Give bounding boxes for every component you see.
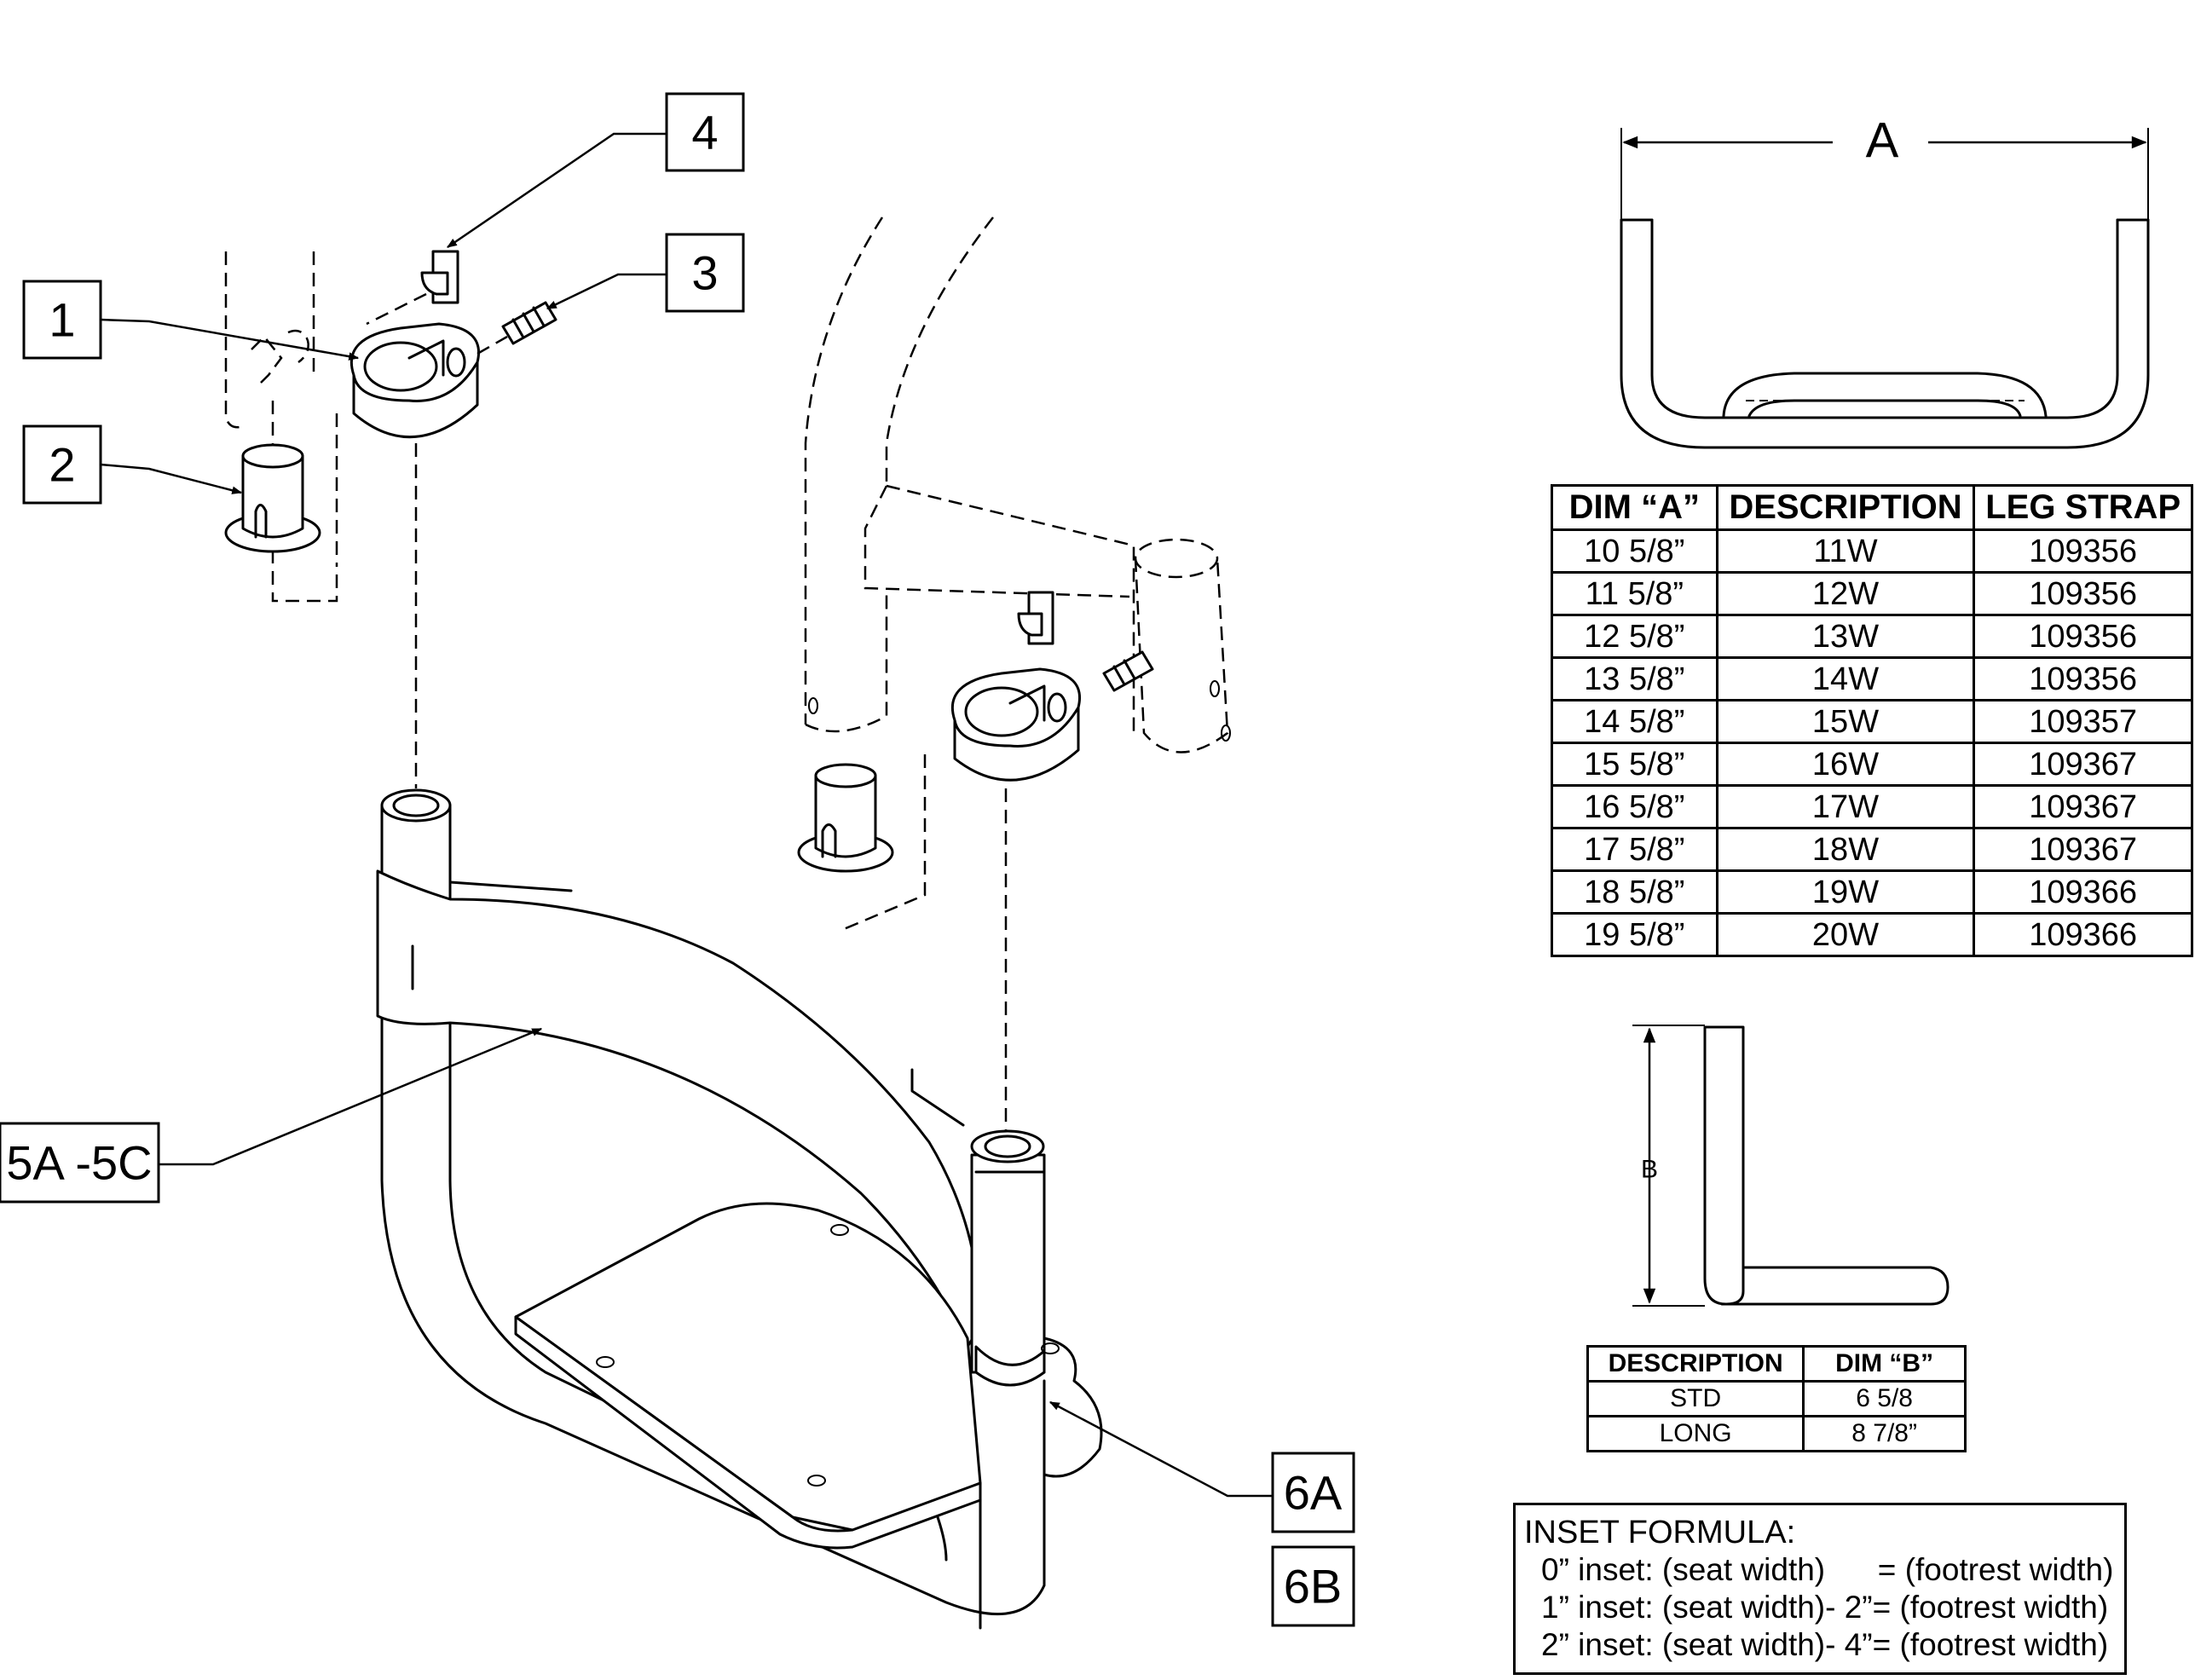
footrest-width-detail: A (1620, 113, 2150, 449)
inset-formula-line: 0” inset: (seat width) = (footrest width… (1541, 1552, 2114, 1587)
callout-4: 4 (447, 92, 745, 249)
description-cell: 14W (1715, 656, 1976, 701)
dim-a-cell: 11 5/8” (1551, 571, 1718, 616)
callout-5a-5c: 5A -5C (0, 1027, 543, 1204)
right-hinge-bushing (797, 763, 894, 873)
callout-6b-label: 6B (1284, 1560, 1343, 1614)
right-clamp (950, 667, 1081, 782)
inset-formula-line: 1” inset: (seat width)- 2”= (footrest wi… (1541, 1590, 2109, 1625)
dimension-a-label: A (1866, 113, 1899, 169)
callout-4-label: 4 (691, 106, 718, 159)
column-header-description: DESCRIPTION (1586, 1345, 1805, 1383)
dim-a-cell: 15 5/8” (1551, 742, 1718, 787)
inset-formula-line: 2” inset: (seat width)- 4”= (footrest wi… (1541, 1627, 2109, 1662)
dim-a-cell: 14 5/8” (1551, 699, 1718, 744)
clip-part-4 (366, 250, 459, 326)
dim-a-cell: 17 5/8” (1551, 827, 1718, 872)
description-cell: 19W (1715, 869, 1976, 915)
column-header-dim-a: DIM “A” (1551, 484, 1718, 531)
leg-strap-cell: 109367 (1973, 784, 2193, 829)
dim-b-cell: 6 5/8 (1802, 1380, 1967, 1417)
description-cell: 18W (1715, 827, 1976, 872)
description-cell: 20W (1715, 912, 1976, 957)
dim-b-cell: 8 7/8” (1802, 1415, 1967, 1452)
leg-strap-cell: 109356 (1973, 571, 2193, 616)
callout-6a: 6A (1048, 1400, 1355, 1533)
description-cell: 11W (1715, 528, 1976, 574)
column-header-description: DESCRIPTION (1715, 484, 1976, 531)
callout-2-label: 2 (49, 438, 75, 492)
right-set-screw (1102, 650, 1154, 692)
table-header-row: DESCRIPTION DIM “B” (1586, 1345, 1967, 1383)
callout-1: 1 (22, 280, 360, 361)
leg-strap-cell: 109356 (1973, 656, 2193, 701)
hanger-length-detail: B (1632, 1025, 1950, 1307)
description-cell: STD (1586, 1380, 1805, 1417)
description-cell: 13W (1715, 614, 1976, 659)
callout-6b: 6B (1271, 1545, 1355, 1627)
dim-a-cell: 12 5/8” (1551, 614, 1718, 659)
inset-formula-title: INSET FORMULA: (1524, 1515, 1796, 1550)
dim-a-cell: 16 5/8” (1551, 784, 1718, 829)
hinge-bushing-part-2 (224, 443, 321, 553)
right-frame-tube-dashed (804, 216, 1231, 753)
callout-6a-label: 6A (1284, 1466, 1343, 1520)
column-header-leg-strap: LEG STRAP (1973, 484, 2193, 531)
callout-1-label: 1 (49, 293, 75, 347)
description-cell: 16W (1715, 742, 1976, 787)
inset-formula-box: INSET FORMULA: 0” inset: (seat width) = … (1513, 1503, 2127, 1675)
dim-a-cell: 19 5/8” (1551, 912, 1718, 957)
footrest-hanger (376, 788, 1103, 1630)
description-cell: 17W (1715, 784, 1976, 829)
dim-a-cell: 13 5/8” (1551, 656, 1718, 701)
leg-strap-cell: 109367 (1973, 827, 2193, 872)
callout-3-label: 3 (691, 246, 718, 300)
leg-strap-cell: 109366 (1973, 869, 2193, 915)
description-cell: LONG (1586, 1415, 1805, 1452)
right-clip (1017, 591, 1054, 645)
description-cell: 15W (1715, 699, 1976, 744)
dimension-b-label: B (1641, 1156, 1658, 1184)
dim-a-cell: 18 5/8” (1551, 869, 1718, 915)
set-screw-part-3 (477, 301, 557, 355)
leg-strap-cell: 109367 (1973, 742, 2193, 787)
description-cell: 12W (1715, 571, 1976, 616)
clamp-part-1 (349, 322, 480, 439)
callout-5-label: 5A -5C (6, 1136, 152, 1190)
callout-3: 3 (546, 233, 745, 313)
dim-a-cell: 10 5/8” (1551, 528, 1718, 574)
column-header-dim-b: DIM “B” (1802, 1345, 1967, 1383)
table-header-row: DIM “A” DESCRIPTION LEG STRAP (1551, 484, 2193, 531)
leg-strap-cell: 109366 (1973, 912, 2193, 957)
footrest-width-table: DIM “A” DESCRIPTION LEG STRAP 10 5/8”11W… (1551, 484, 2193, 957)
leg-strap-cell: 109356 (1973, 614, 2193, 659)
callout-2: 2 (22, 424, 243, 505)
leg-strap-cell: 109357 (1973, 699, 2193, 744)
leg-strap-cell: 109356 (1973, 528, 2193, 574)
